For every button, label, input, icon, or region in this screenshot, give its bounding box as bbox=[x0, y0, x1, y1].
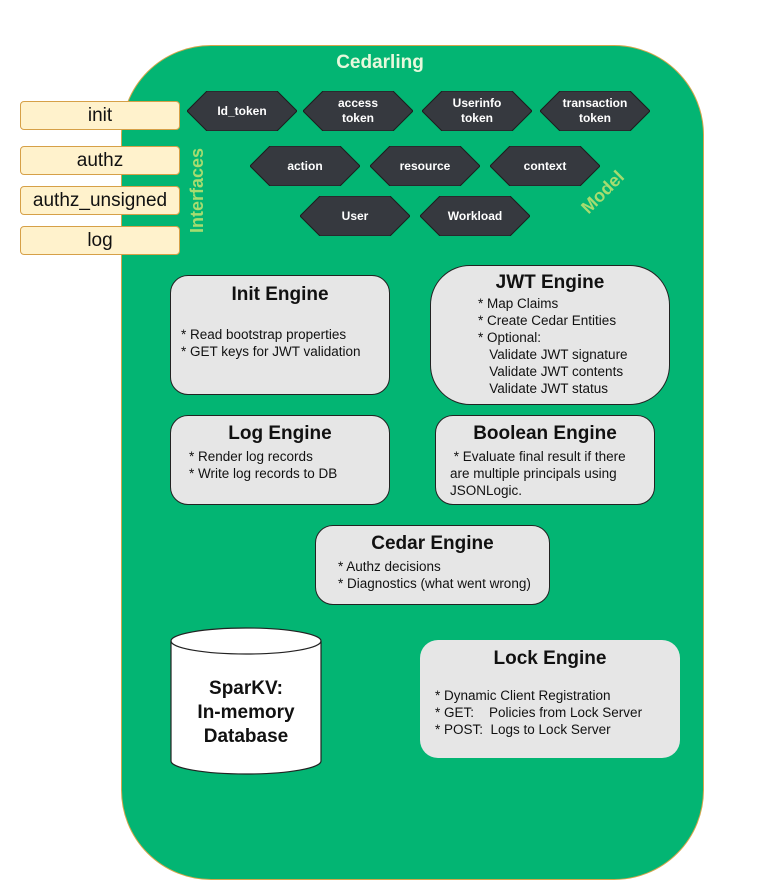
model-entity-tokens: access token bbox=[303, 91, 413, 131]
interface-init: init bbox=[20, 101, 180, 130]
cedar-engine-text: * Authz decisions * Diagnostics (what we… bbox=[338, 559, 531, 591]
model-entity-tokens: transaction token bbox=[540, 91, 650, 131]
hexagon-shape bbox=[250, 146, 360, 186]
interface-log: log bbox=[20, 226, 180, 255]
model-entity-label: transaction token bbox=[562, 96, 628, 125]
boolean-engine-title: Boolean Engine bbox=[473, 423, 617, 444]
model-entity-label: User bbox=[341, 208, 369, 223]
model-entity-principals: User bbox=[300, 196, 410, 236]
model-entity-tokens: Id_token bbox=[187, 91, 297, 131]
model-entity-label: access token bbox=[337, 96, 379, 125]
interfaces-label: Interfaces bbox=[187, 147, 208, 234]
jwt-engine-text: * Map Claims * Create Cedar Entities * O… bbox=[478, 296, 628, 396]
jwt-engine-title: JWT Engine bbox=[495, 272, 605, 293]
init-engine: Init Engine * Read bootstrap properties … bbox=[170, 275, 390, 395]
database-label: SparKV: In-memory Database bbox=[197, 678, 295, 747]
boolean-engine-text: * Evaluate final result if there are mul… bbox=[450, 449, 626, 498]
jwt-engine: JWT Engine * Map Claims * Create Cedar E… bbox=[430, 265, 670, 405]
hexagon-shape bbox=[420, 196, 530, 236]
sparkv-database: SparKV: In-memory Database bbox=[170, 627, 322, 777]
model-entity-label: Workload bbox=[447, 208, 503, 223]
hexagon-shape bbox=[490, 146, 600, 186]
hexagon-shape bbox=[187, 91, 297, 131]
init-engine-text: * Read bootstrap properties * GET keys f… bbox=[181, 327, 361, 359]
lock-engine: Lock Engine * Dynamic Client Registratio… bbox=[420, 640, 680, 758]
cedar-engine: Cedar Engine * Authz decisions * Diagnos… bbox=[315, 525, 550, 605]
log-engine-text: * Render log records * Write log records… bbox=[189, 449, 338, 481]
model-entity-request: context bbox=[490, 146, 600, 186]
cedar-engine-title: Cedar Engine bbox=[371, 533, 494, 554]
log-engine-title: Log Engine bbox=[228, 423, 332, 444]
model-entity-request: resource bbox=[370, 146, 480, 186]
model-entity-request: action bbox=[250, 146, 360, 186]
hexagon-shape bbox=[422, 91, 532, 131]
model-entity-tokens: Userinfo token bbox=[422, 91, 532, 131]
hexagon-shape bbox=[540, 91, 650, 131]
model-entity-principals: Workload bbox=[420, 196, 530, 236]
diagram-title: Cedarling bbox=[336, 52, 424, 73]
model-entity-label: Id_token bbox=[217, 103, 267, 118]
database-cylinder-icon bbox=[170, 627, 322, 775]
init-engine-title: Init Engine bbox=[231, 284, 329, 305]
hexagon-shape bbox=[370, 146, 480, 186]
boolean-engine: Boolean Engine * Evaluate final result i… bbox=[435, 415, 655, 505]
hexagon-shape bbox=[300, 196, 410, 236]
model-entity-label: resource bbox=[399, 158, 451, 173]
model-entity-label: action bbox=[287, 158, 323, 173]
hexagon-shape bbox=[303, 91, 413, 131]
lock-engine-text: * Dynamic Client Registration * GET: Pol… bbox=[435, 688, 643, 737]
model-entity-label: context bbox=[523, 158, 567, 173]
interface-authz-unsigned: authz_unsigned bbox=[20, 186, 180, 215]
interface-authz: authz bbox=[20, 146, 180, 175]
log-engine: Log Engine * Render log records * Write … bbox=[170, 415, 390, 505]
model-entity-label: Userinfo token bbox=[452, 96, 502, 125]
lock-engine-title: Lock Engine bbox=[493, 648, 607, 669]
